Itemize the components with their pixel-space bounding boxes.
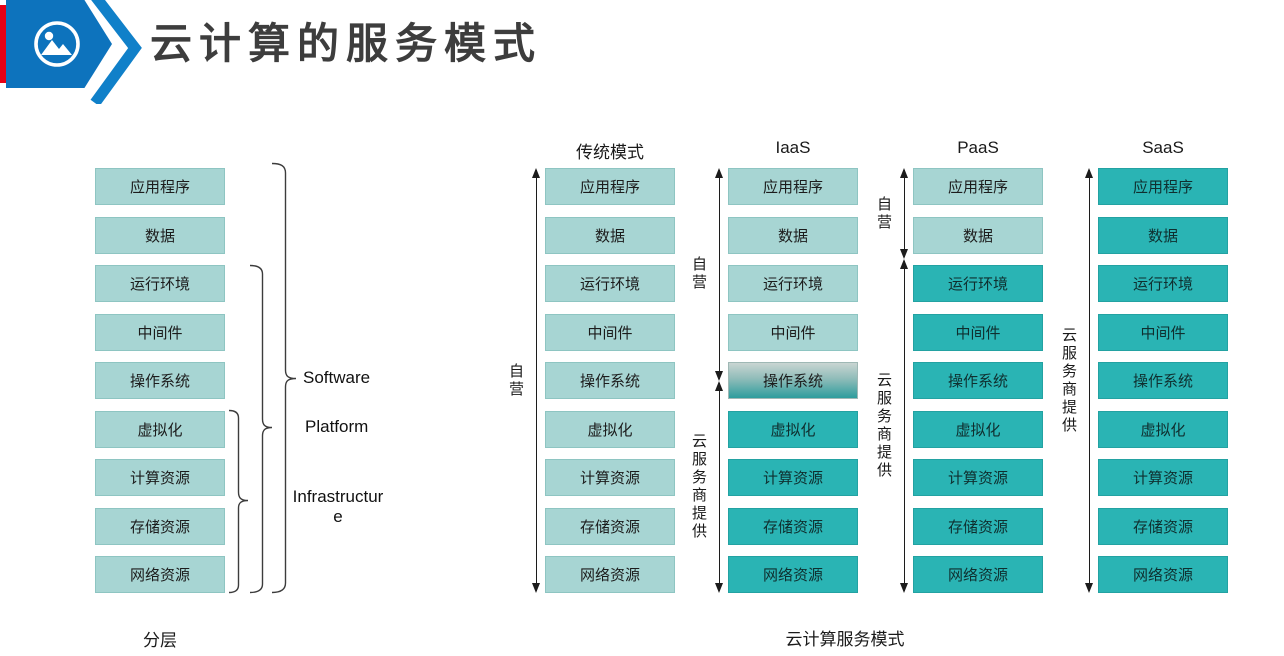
arrowhead-down-icon <box>900 249 908 260</box>
ownership-label: 云服务商提供 <box>690 432 707 541</box>
right-diagram-caption: 云计算服务模式 <box>785 630 905 649</box>
layer-box: 存储资源 <box>913 507 1043 545</box>
layer-box: 运行环境 <box>1098 265 1228 302</box>
layer-box: 中间件 <box>1098 313 1228 351</box>
layer-box: 运行环境 <box>728 265 858 302</box>
arrowhead-up-icon <box>715 168 723 178</box>
ownership-label: 自营 <box>507 362 524 399</box>
brace-platform <box>249 264 273 594</box>
ownership-label: 云服务商提供 <box>1060 326 1077 435</box>
layer-box: 虚拟化 <box>728 410 858 448</box>
layer-box: 应用程序 <box>913 168 1043 205</box>
layer-box: 计算资源 <box>728 459 858 496</box>
layer-box: 数据 <box>545 216 675 254</box>
layer-box: 运行环境 <box>545 265 675 302</box>
layer-box: 操作系统 <box>95 362 225 399</box>
arrowhead-down-icon <box>532 583 540 593</box>
brace-software <box>271 162 297 594</box>
arrowhead-up-icon <box>1085 168 1093 178</box>
layer-box: 计算资源 <box>913 459 1043 496</box>
stack-header: PaaS <box>957 138 999 157</box>
layer-box: 应用程序 <box>1098 168 1228 205</box>
layer-box: 存储资源 <box>95 507 225 545</box>
arrowhead-down-icon <box>715 370 723 381</box>
layer-box: 存储资源 <box>545 507 675 545</box>
page-title: 云计算的服务模式 <box>150 20 543 67</box>
layer-box: 数据 <box>728 216 858 254</box>
ownership-arrow <box>719 170 720 379</box>
layer-box: 中间件 <box>95 313 225 351</box>
group-label-software: Software <box>303 368 371 387</box>
layer-box: 操作系统 <box>545 362 675 399</box>
layer-box: 网络资源 <box>545 556 675 593</box>
layer-box: 运行环境 <box>913 265 1043 302</box>
ownership-arrow <box>904 170 905 258</box>
layer-box: 操作系统 <box>913 362 1043 399</box>
arrowhead-up-icon <box>900 168 908 178</box>
layer-box: 存储资源 <box>1098 507 1228 545</box>
ownership-label: 云服务商提供 <box>875 372 892 481</box>
image-icon <box>34 21 80 67</box>
layer-box: 操作系统 <box>728 362 858 399</box>
arrowhead-up-icon <box>715 380 723 391</box>
group-label-platform: Platform <box>305 417 369 436</box>
layer-box: 网络资源 <box>728 556 858 593</box>
ownership-arrow <box>1089 170 1090 591</box>
layer-box: 虚拟化 <box>95 410 225 448</box>
ownership-label: 自营 <box>690 256 707 293</box>
arrowhead-up-icon <box>532 168 540 178</box>
stack-header: SaaS <box>1142 138 1184 157</box>
ownership-label: 自营 <box>875 195 892 232</box>
arrowhead-down-icon <box>715 583 723 593</box>
layer-box: 存储资源 <box>728 507 858 545</box>
layer-box: 数据 <box>1098 216 1228 254</box>
layer-box: 中间件 <box>728 313 858 351</box>
arrowhead-down-icon <box>1085 583 1093 593</box>
ownership-arrow <box>904 261 905 591</box>
layer-box: 中间件 <box>913 313 1043 351</box>
layer-box: 网络资源 <box>95 556 225 593</box>
layer-box: 网络资源 <box>913 556 1043 593</box>
layer-box: 数据 <box>913 216 1043 254</box>
arrowhead-down-icon <box>900 583 908 593</box>
layer-box: 虚拟化 <box>1098 410 1228 448</box>
layer-box: 操作系统 <box>1098 362 1228 399</box>
layer-box: 计算资源 <box>1098 459 1228 496</box>
group-label-infrastructure: Infrastructure <box>292 487 384 526</box>
chevron-right-icon <box>90 0 142 104</box>
left-diagram-caption: 分层 <box>143 631 177 650</box>
layer-box: 网络资源 <box>1098 556 1228 593</box>
ownership-arrow <box>719 382 720 591</box>
layer-box: 中间件 <box>545 313 675 351</box>
brace-infrastructure <box>228 409 249 594</box>
stack-header: 传统模式 <box>576 143 644 162</box>
layer-box: 虚拟化 <box>913 410 1043 448</box>
layer-box: 应用程序 <box>545 168 675 205</box>
red-accent-bar <box>0 5 9 83</box>
layer-box: 应用程序 <box>728 168 858 205</box>
ownership-arrow <box>536 170 537 591</box>
layer-box: 虚拟化 <box>545 410 675 448</box>
layer-box: 计算资源 <box>545 459 675 496</box>
layer-box: 应用程序 <box>95 168 225 205</box>
arrowhead-up-icon <box>900 259 908 270</box>
layer-box: 计算资源 <box>95 459 225 496</box>
layer-box: 数据 <box>95 216 225 254</box>
layer-box: 运行环境 <box>95 265 225 302</box>
stack-header: IaaS <box>775 138 811 157</box>
